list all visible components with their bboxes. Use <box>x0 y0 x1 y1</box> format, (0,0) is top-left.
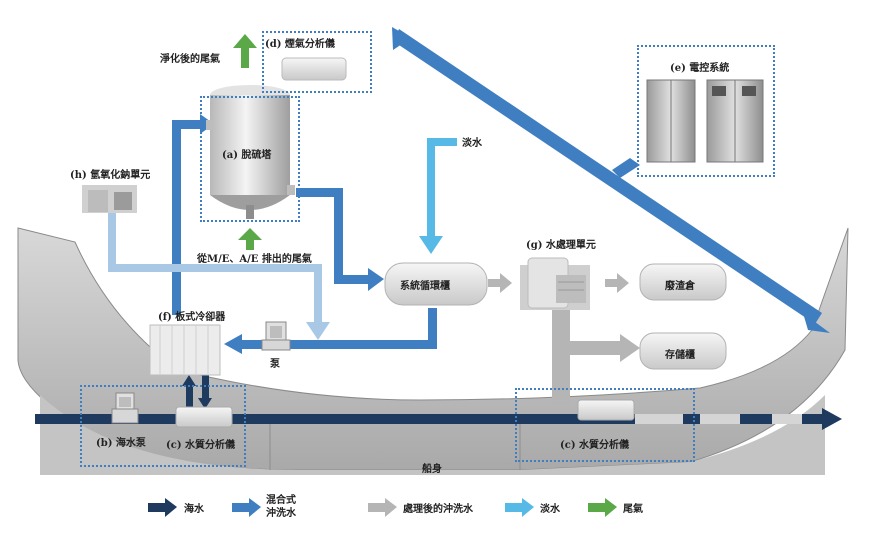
label-plate-cooler: (f) 板式冷卻器 <box>158 312 226 323</box>
exhaust-analyzer-dotted-box <box>262 31 372 93</box>
circulation-tank <box>384 262 488 306</box>
seawater-line <box>35 408 842 430</box>
sea-pump-device <box>111 392 139 424</box>
exhaust-green-arrows <box>233 34 262 250</box>
label-sea-pump: (b) 海水泵 <box>96 438 146 449</box>
water-analyzer-right-device <box>577 399 635 421</box>
label-purified-exhaust: 淨化後的尾氣 <box>160 54 220 65</box>
exhaust-analyzer-device <box>281 57 347 81</box>
sludge-tank <box>639 263 727 301</box>
treated-wash-lines <box>488 273 640 405</box>
water-analyzer-left-device <box>175 406 233 428</box>
label-sludge-tank: 廢渣倉 <box>665 281 695 292</box>
legend-swatches <box>148 498 617 517</box>
exhaust-return-arrow <box>392 27 830 333</box>
label-fresh-water: 淡水 <box>462 138 482 149</box>
label-scrubber: (a) 脫硫塔 <box>222 150 272 161</box>
label-hull: 船身 <box>422 464 442 475</box>
cooler-arrows <box>182 375 212 409</box>
legend-treated-wash: 處理後的沖洗水 <box>403 504 473 515</box>
legend-fresh-water: 淡水 <box>540 504 560 515</box>
label-control-system: (e) 電控系統 <box>670 63 730 74</box>
right-analyzer-dotted-box <box>515 388 695 462</box>
naoh-line <box>108 212 330 340</box>
label-exhaust-analyzer: (d) 煙氣分析儀 <box>265 39 335 50</box>
legend-exhaust: 尾氣 <box>623 504 643 515</box>
label-water-treatment: (g) 水處理單元 <box>526 240 596 251</box>
left-analyzer-dotted-box <box>80 385 246 467</box>
label-water-analyzer-right: (c) 水質分析儀 <box>560 440 630 451</box>
scrubber-tower <box>206 85 295 219</box>
control-system-dotted-box <box>637 45 775 177</box>
control-cabinets <box>646 79 764 163</box>
label-circulation-tank: 系統循環櫃 <box>400 281 450 292</box>
pump-device <box>261 321 291 351</box>
storage-tank <box>639 332 727 370</box>
naoh-unit <box>82 185 137 213</box>
label-storage-tank: 存儲櫃 <box>665 350 695 361</box>
mixed-wash-lines <box>172 114 437 354</box>
label-exhaust-from-engine: 從M/E、A/E 排出的尾氣 <box>197 254 312 265</box>
water-treatment-unit <box>520 257 590 310</box>
legend-seawater: 海水 <box>184 504 204 515</box>
plate-cooler <box>149 324 221 376</box>
legend-mixed-wash: 混合式 沖洗水 <box>266 495 296 519</box>
label-naoh-unit: (h) 氫氧化鈉單元 <box>70 170 151 181</box>
label-water-analyzer-left: (c) 水質分析儀 <box>166 440 236 451</box>
fresh-water-line <box>419 138 457 254</box>
scrubber-dotted-box <box>200 96 300 222</box>
label-pump: 泵 <box>270 359 280 370</box>
